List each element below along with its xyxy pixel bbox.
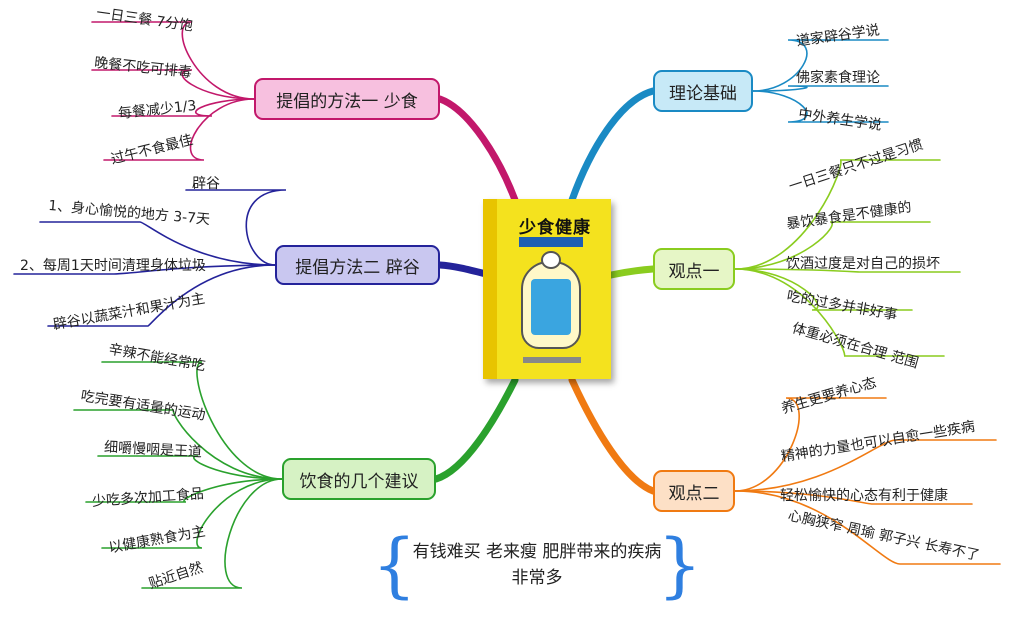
branch-leaf-line bbox=[734, 268, 945, 357]
branch-main-line bbox=[568, 87, 657, 204]
branch-leaf-line bbox=[734, 490, 1001, 565]
summary-line-1: 有钱难买 老来瘦 肥胖带来的疾病 bbox=[412, 542, 662, 562]
node-viewpoint-one[interactable]: 观点一 bbox=[653, 248, 735, 290]
branch-leaf-line bbox=[91, 21, 255, 100]
branch-leaf-line bbox=[734, 159, 941, 270]
node-title: 提倡方法二 辟谷 bbox=[295, 257, 420, 278]
node-diet-suggestions[interactable]: 饮食的几个建议 bbox=[282, 458, 436, 500]
leaf-label: 佛家素食理论 bbox=[796, 70, 880, 86]
branch-leaf-line bbox=[97, 455, 283, 480]
summary-line-2: 非常多 bbox=[511, 568, 563, 588]
branch-leaf-line bbox=[85, 478, 283, 503]
leaf-label: 辟谷 bbox=[192, 176, 220, 192]
branch-leaf-line bbox=[47, 264, 276, 327]
node-title: 观点一 bbox=[668, 261, 720, 282]
branch-leaf-line bbox=[101, 361, 283, 480]
branch-leaf-line bbox=[734, 268, 961, 273]
node-title: 饮食的几个建议 bbox=[299, 471, 419, 492]
branch-leaf-line bbox=[101, 478, 283, 549]
node-viewpoint-two[interactable]: 观点二 bbox=[653, 470, 735, 512]
node-title: 观点二 bbox=[668, 483, 720, 504]
branch-leaf-line bbox=[185, 189, 287, 266]
branch-leaf-line bbox=[91, 69, 255, 100]
book-spine bbox=[483, 199, 497, 379]
branch-leaf-line bbox=[734, 221, 931, 270]
branch-leaf-line bbox=[13, 264, 276, 275]
right-brace: } bbox=[657, 524, 702, 606]
book-publisher-band bbox=[523, 357, 581, 363]
branch-leaf-line bbox=[39, 221, 276, 266]
node-title: 理论基础 bbox=[669, 83, 737, 104]
branch-leaf-line bbox=[73, 409, 283, 480]
leaf-label: 2、每周1天时间清理身体垃圾 bbox=[20, 258, 206, 274]
branch-main-line bbox=[568, 376, 657, 495]
book-figure-head bbox=[541, 251, 561, 269]
branch-leaf-line bbox=[141, 478, 283, 589]
leaf-label: 轻松愉快的心态有利于健康 bbox=[780, 488, 948, 504]
branch-leaf-line bbox=[103, 98, 255, 161]
book-subtitle-band bbox=[519, 237, 583, 247]
branch-leaf-line bbox=[734, 490, 973, 505]
node-method-one-eat-less[interactable]: 提倡的方法一 少食 bbox=[254, 78, 440, 120]
summary-callout: { 有钱难买 老来瘦 肥胖带来的疾病 非常多 } bbox=[372, 530, 702, 600]
branch-main-line bbox=[432, 376, 519, 483]
branch-leaf-line bbox=[752, 85, 889, 92]
branch-main-line bbox=[436, 95, 519, 204]
left-brace: { bbox=[372, 524, 417, 606]
branch-main-line bbox=[607, 265, 657, 279]
node-title: 提倡的方法一 少食 bbox=[276, 91, 418, 112]
book-cover-image: 少食健康 bbox=[483, 199, 611, 379]
branch-leaf-line bbox=[734, 397, 887, 492]
node-method-two-bigu[interactable]: 提倡方法二 辟谷 bbox=[275, 245, 440, 285]
leaf-label: 饮酒过度是对自己的损坏 bbox=[786, 256, 940, 272]
branch-leaf-line bbox=[752, 90, 889, 123]
branch-leaf-line bbox=[734, 439, 997, 492]
book-title: 少食健康 bbox=[519, 218, 591, 238]
node-theory-basis[interactable]: 理论基础 bbox=[653, 70, 753, 112]
book-figure-belly bbox=[531, 279, 571, 335]
branch-leaf-line bbox=[752, 39, 889, 92]
